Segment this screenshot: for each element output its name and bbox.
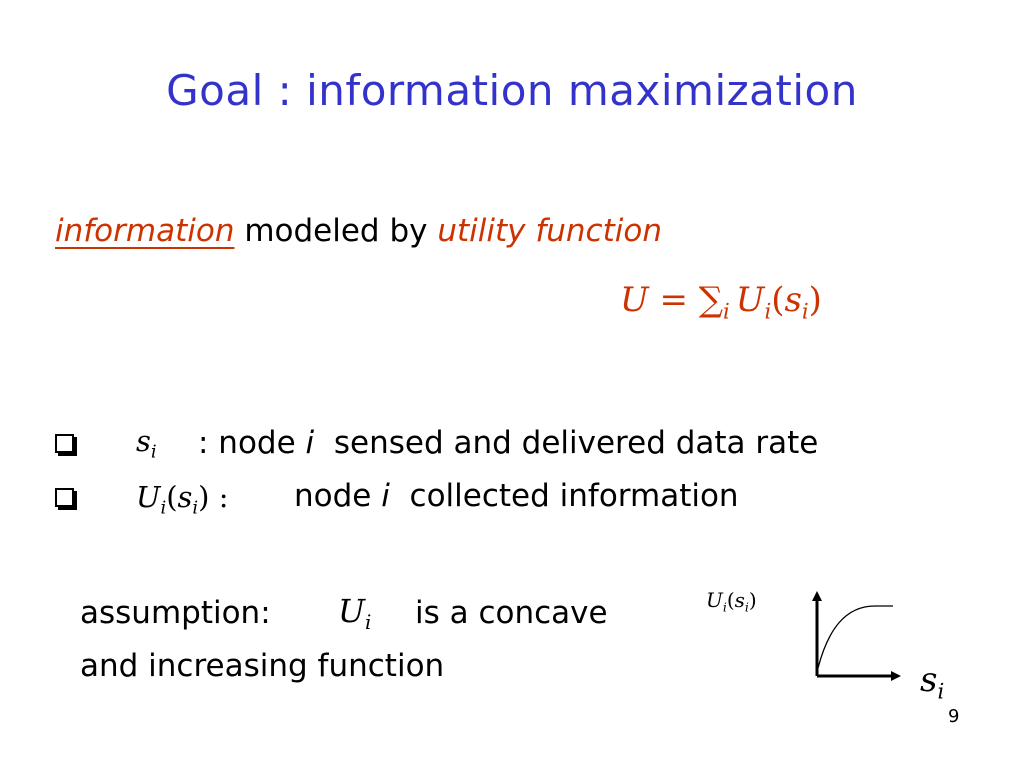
- bullet-2-pre: node: [294, 478, 382, 514]
- graph-y-label: Ui(si): [706, 588, 757, 614]
- bullet-2-math: Ui(si) :: [136, 480, 229, 518]
- bullet-checkbox-icon: [55, 488, 74, 507]
- bullet-2-italic: i: [381, 478, 390, 514]
- eq-close: ): [808, 280, 822, 320]
- assumption-var: U: [338, 592, 365, 630]
- intro-line: information modeled by utility function: [55, 213, 662, 249]
- graph-y-var: s: [734, 588, 745, 612]
- graph-x-sub: i: [937, 678, 945, 704]
- graph-x-label: si: [920, 660, 944, 703]
- eq-sum-sub: i: [723, 298, 730, 324]
- eq-sum: ∑: [698, 280, 724, 320]
- text-modeled-by: modeled by: [234, 213, 438, 249]
- eq-arg: s: [784, 280, 802, 320]
- bullet-2-var: s: [177, 480, 193, 514]
- bullet-1-italic: i: [305, 425, 315, 461]
- graph-curve: [817, 605, 893, 669]
- bullet-1-pre: : node: [198, 425, 306, 461]
- graph-y-func: U: [706, 588, 723, 612]
- graph-x-var: s: [920, 660, 938, 700]
- eq-equals: =: [648, 280, 699, 320]
- bullet-2-sub: i: [192, 497, 199, 519]
- term-information: information: [55, 213, 235, 249]
- eq-func: U: [735, 280, 765, 320]
- term-utility-function: utility function: [437, 213, 662, 249]
- bullet-2-post: collected information: [389, 478, 739, 514]
- graph-y-open: (: [726, 588, 735, 612]
- bullet-2-func-sub: i: [160, 497, 167, 519]
- graph-y-var-sub: i: [744, 599, 749, 615]
- bullet-1-sub: i: [150, 441, 157, 463]
- assumption-text: is a concave: [415, 595, 608, 631]
- bullet-checkbox-icon: [55, 434, 74, 453]
- bullet-2-text: node i collected information: [294, 478, 739, 514]
- eq-lhs: U: [620, 280, 649, 320]
- bullet-2-func: U: [136, 480, 161, 514]
- eq-open: (: [771, 280, 785, 320]
- graph-y-close: ): [748, 588, 757, 612]
- bullet-1-var: s: [136, 424, 151, 458]
- assumption-label: assumption:: [80, 595, 271, 631]
- bullet-1-post: sensed and delivered data rate: [314, 425, 819, 461]
- assumption-line-2: and increasing function: [80, 648, 445, 684]
- page-number: 9: [948, 706, 960, 727]
- eq-arg-sub: i: [801, 298, 809, 324]
- assumption-math: Ui: [338, 592, 371, 634]
- graph-y-func-sub: i: [722, 599, 727, 615]
- bullet-1-math: si: [136, 424, 157, 462]
- slide-title: Goal : information maximization: [166, 66, 858, 115]
- bullet-2-colon: :: [209, 480, 229, 514]
- bullet-1-text: : node i sensed and delivered data rate: [198, 425, 818, 461]
- assumption-sub: i: [364, 610, 372, 634]
- bullet-2-open: (: [166, 480, 178, 514]
- bullet-2-close: ): [198, 480, 210, 514]
- eq-func-sub: i: [764, 298, 772, 324]
